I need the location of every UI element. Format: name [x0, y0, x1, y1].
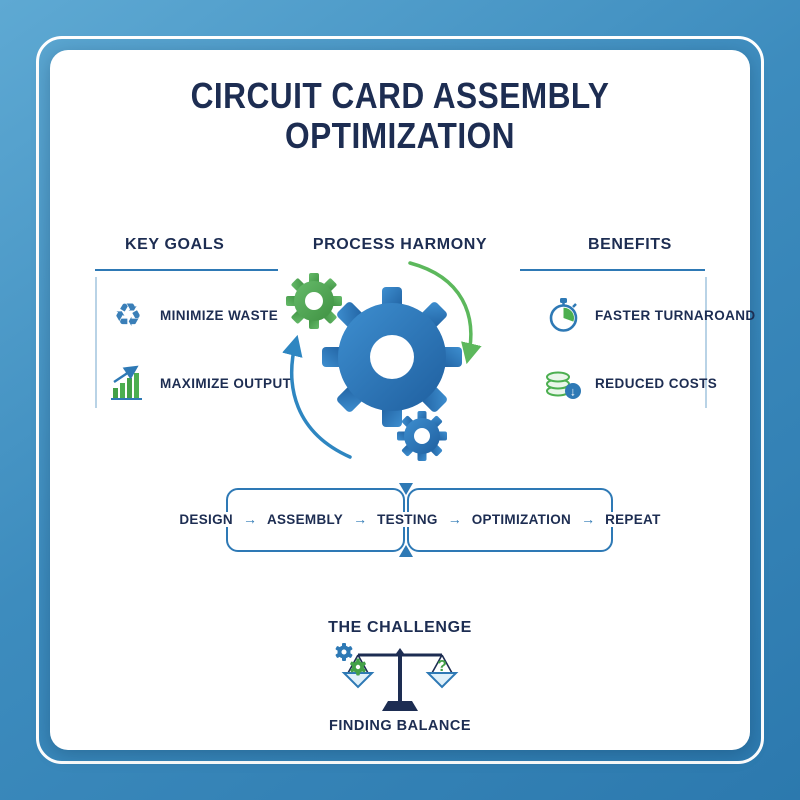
- flow-arrow-icon: →: [447, 511, 462, 527]
- benefit-item-reduced-costs: ↓ REDUCED COSTS: [543, 363, 717, 403]
- title-line-2: OPTIMIZATION: [285, 115, 515, 157]
- stopwatch-icon-svg: [549, 298, 578, 332]
- content-card: CIRCUIT CARD ASSEMBLY OPTIMIZATION KEY G…: [50, 50, 755, 750]
- gears-illustration: [282, 261, 482, 461]
- outer-frame: [36, 36, 764, 764]
- benefits-vertical-rule: [705, 277, 707, 408]
- coins-icon-svg: ↓: [546, 371, 581, 399]
- process-harmony-heading: PROCESS HARMONY: [312, 236, 488, 253]
- coin-down-arrow-glyph: ↓: [570, 385, 576, 399]
- flow-loop-lines: [226, 483, 613, 557]
- challenge-caption: FINDING BALANCE: [328, 718, 472, 734]
- benefit-label-faster-turnaround: FASTER TURNAROAND: [595, 307, 756, 323]
- green-cycle-arrow-icon: [408, 261, 482, 365]
- key-goals-vertical-rule: [95, 277, 97, 408]
- flow-step-optimization: OPTIMIZATION: [468, 511, 575, 527]
- flow-arrow-icon: →: [353, 511, 368, 527]
- flow-step-repeat: REPEAT: [602, 511, 664, 527]
- balance-question-mark-glyph: ?: [437, 658, 447, 675]
- flow-arrow-icon: →: [581, 511, 596, 527]
- bar-chart-icon: [108, 363, 148, 403]
- page-title: CIRCUIT CARD ASSEMBLY OPTIMIZATION: [92, 75, 708, 157]
- benefits-underline: [520, 269, 705, 271]
- bar-chart-icon-svg: [111, 365, 142, 400]
- loop-arrow-down-icon: [399, 483, 413, 495]
- goal-label-maximize-output: MAXIMIZE OUTPUT: [160, 375, 292, 391]
- loop-arrow-up-icon: [399, 545, 413, 557]
- flow-step-assembly: ASSEMBLY: [263, 511, 347, 527]
- key-goals-heading: KEY GOALS: [125, 236, 225, 253]
- flow-arrow-icon: →: [242, 511, 257, 527]
- benefit-label-reduced-costs: REDUCED COSTS: [595, 375, 718, 391]
- title-line-1: CIRCUIT CARD ASSEMBLY: [190, 75, 610, 116]
- goal-item-minimize-waste: ♻ MINIMIZE WASTE: [108, 295, 278, 335]
- recycle-icon: ♻: [113, 297, 143, 333]
- stopwatch-icon: [543, 295, 583, 335]
- balance-gear-accent-icon: [335, 643, 353, 661]
- balance-scale-icon: ?: [335, 643, 459, 711]
- challenge-heading: THE CHALLENGE: [328, 619, 472, 636]
- balance-left-gear-icon: [350, 658, 366, 676]
- blue-cycle-arrow-icon: [282, 334, 352, 459]
- benefit-item-faster-turnaround: FASTER TURNAROAND: [543, 295, 756, 335]
- flow-step-design: DESIGN: [176, 511, 236, 527]
- coins-icon: ↓: [543, 363, 583, 403]
- small-green-gear-icon: [286, 273, 342, 329]
- key-goals-underline: [95, 269, 278, 271]
- small-blue-gear-icon: [397, 411, 447, 461]
- goal-label-minimize-waste: MINIMIZE WASTE: [160, 307, 279, 323]
- benefits-heading: BENEFITS: [588, 236, 672, 253]
- flow-steps-row: DESIGN → ASSEMBLY → TESTING → OPTIMIZATI…: [176, 511, 664, 527]
- goal-item-maximize-output: MAXIMIZE OUTPUT: [108, 363, 291, 403]
- large-blue-gear-icon: [322, 287, 462, 427]
- process-flow: DESIGN → ASSEMBLY → TESTING → OPTIMIZATI…: [176, 478, 664, 578]
- flow-step-testing: TESTING: [374, 511, 441, 527]
